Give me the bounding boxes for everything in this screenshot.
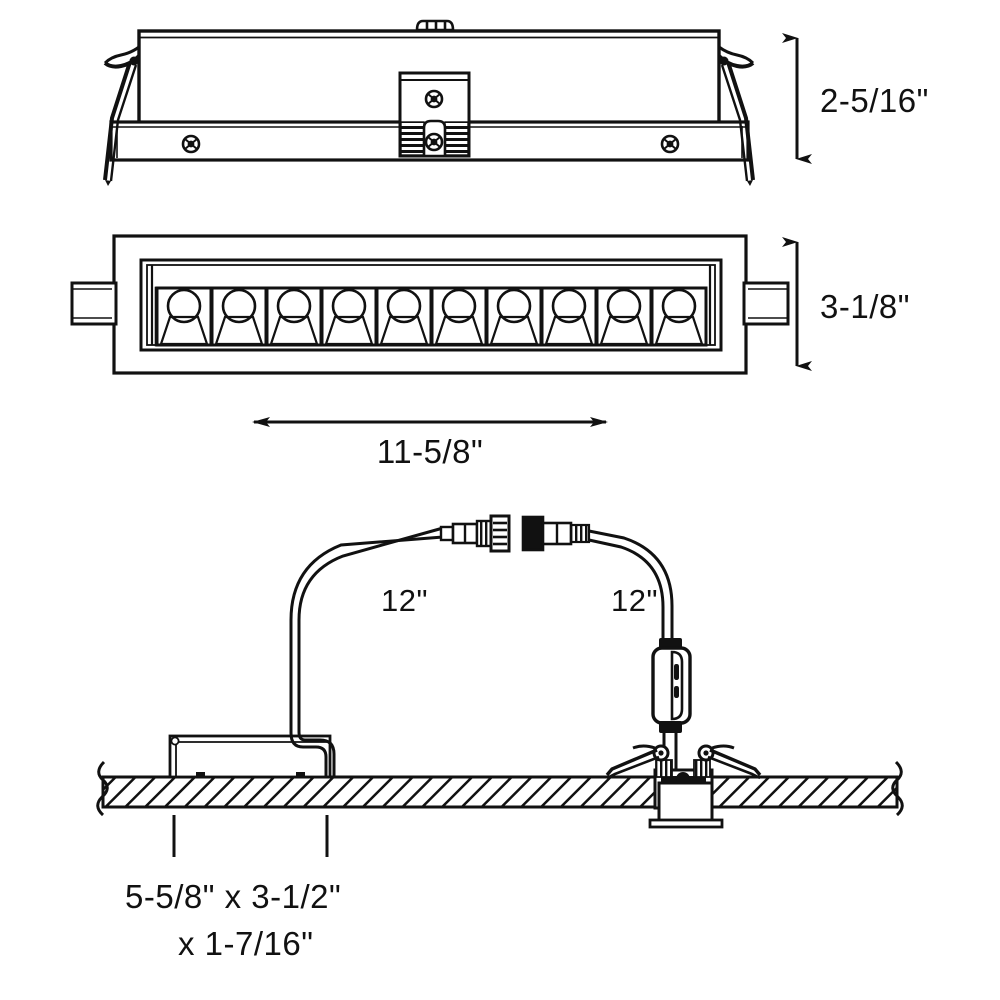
junction-box-dimension-line2: x 1-7/16" bbox=[178, 925, 313, 962]
led-optic-cell bbox=[650, 286, 708, 347]
led-optic-cell bbox=[540, 286, 598, 347]
junction-box-foot-left bbox=[196, 772, 205, 778]
junction-box-screw bbox=[170, 736, 180, 746]
led-optic-cell bbox=[210, 286, 268, 347]
ceiling-section-right bbox=[710, 775, 899, 809]
ceiling-section-left bbox=[101, 775, 665, 809]
lead-length-label-left: 12" bbox=[381, 583, 428, 618]
junction-box-foot-right bbox=[296, 772, 305, 778]
connector-male-right bbox=[521, 515, 591, 552]
install-spring-clip-right bbox=[697, 744, 762, 780]
spring-clip-right bbox=[717, 45, 755, 186]
flange-screw-left bbox=[181, 134, 201, 154]
led-optic-cell bbox=[430, 286, 488, 347]
junction-box-leader-lines bbox=[172, 815, 329, 857]
cable-left bbox=[289, 526, 444, 777]
mounting-tab-left bbox=[70, 281, 118, 326]
cable-right bbox=[588, 529, 674, 645]
recessed-fixture bbox=[648, 759, 724, 829]
driver-indicator-upper bbox=[674, 664, 679, 680]
led-optic-cell bbox=[595, 286, 653, 347]
spring-clip-left bbox=[103, 45, 141, 186]
fixture-can-lower bbox=[657, 781, 714, 825]
led-optic-cell bbox=[375, 286, 433, 347]
install-spring-clip-left bbox=[605, 744, 670, 780]
led-optic-cell bbox=[155, 286, 213, 347]
driver-face-bevel bbox=[670, 650, 684, 721]
bracket-screw-lower bbox=[424, 132, 444, 152]
driver-cable-gland-bottom bbox=[659, 721, 682, 733]
junction-box bbox=[168, 734, 332, 779]
break-line-right bbox=[891, 760, 904, 817]
bracket-stripe-right bbox=[444, 121, 469, 156]
led-driver bbox=[651, 638, 692, 733]
led-optic-cell bbox=[265, 286, 323, 347]
dimension-label-length: 11-5/8" bbox=[377, 433, 483, 470]
installation-section-view: 12" 12" 5-5/8" x 3-1/2" x 1-7/16" bbox=[96, 514, 904, 962]
bracket-screw-upper bbox=[424, 89, 444, 109]
dimension-label-height: 2-5/16" bbox=[820, 82, 929, 119]
lead-length-label-right: 12" bbox=[611, 583, 658, 618]
bottom-plan-view: 3-1/8" 11-5/8" bbox=[70, 234, 910, 470]
fixture-trim-ring bbox=[648, 818, 724, 829]
led-optic-cell bbox=[320, 286, 378, 347]
flange-screw-right bbox=[660, 134, 680, 154]
connector-female-left bbox=[439, 514, 511, 553]
dimension-label-width: 3-1/8" bbox=[820, 288, 910, 325]
mounting-tab-right bbox=[742, 281, 790, 326]
break-line-left bbox=[96, 760, 109, 817]
center-mounting-bracket bbox=[398, 71, 471, 158]
led-optic-cell-array bbox=[155, 286, 708, 347]
bracket-stripe-left bbox=[400, 121, 425, 156]
fixture-collar-left bbox=[655, 759, 673, 778]
driver-indicator-lower bbox=[674, 686, 679, 698]
top-knockout bbox=[415, 19, 455, 32]
led-optic-cell bbox=[485, 286, 543, 347]
fixture-collar-right bbox=[693, 759, 711, 778]
junction-box-dimension-line1: 5-5/8" x 3-1/2" bbox=[125, 878, 341, 915]
side-elevation-view: 2-5/16" bbox=[103, 19, 929, 186]
